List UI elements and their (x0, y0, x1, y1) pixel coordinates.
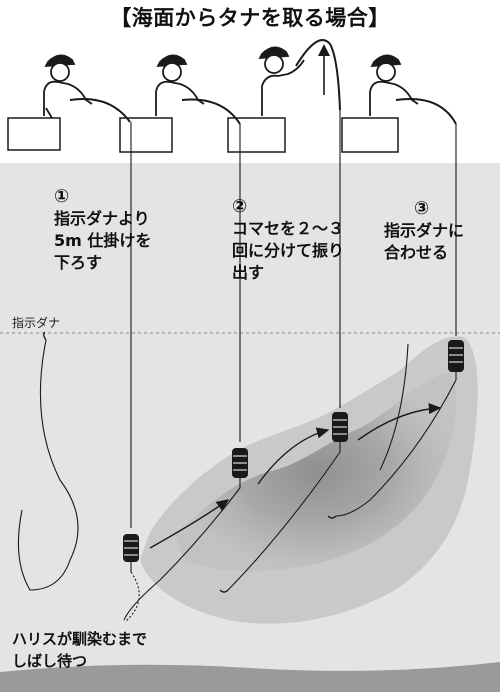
flow-arrow-2 (257, 427, 330, 485)
leader-note: ハリスが馴染むまで しばし待つ (12, 630, 148, 670)
chum-basket-3-icon (332, 412, 348, 452)
chum-basket-2-icon (232, 448, 248, 488)
chum-basket-4-icon (448, 340, 464, 380)
flow-arrow-3 (357, 402, 442, 441)
seabed (0, 662, 500, 692)
leader-line-2 (123, 487, 241, 621)
step-2-text: コマセを２～３ 回に分けて振り 出す (232, 219, 345, 282)
step-1-text: 指示ダナより 5m 仕掛けを 下ろす (54, 209, 152, 272)
hook-3-icon (327, 515, 337, 519)
hook-1-icon (43, 331, 47, 341)
leader-line-3 (227, 451, 341, 591)
angler-3-icon (258, 46, 305, 116)
angler-1-icon (43, 54, 93, 119)
chum-cloud-core (175, 372, 457, 572)
step-2-number: ② (232, 196, 248, 217)
leader-line-1 (124, 571, 140, 623)
flow-arrow-1 (149, 499, 230, 549)
fishing-rod-4-icon (395, 98, 457, 125)
angler-4-icon (369, 54, 419, 116)
hook-2-icon (219, 589, 229, 593)
chum-basket-1-icon (123, 534, 139, 572)
depth-label: 指示ダナ (12, 316, 61, 330)
step-1-number: ① (54, 186, 70, 207)
step-3-number: ③ (414, 198, 430, 219)
boat-gunwale-icon (7, 117, 399, 153)
leader-line-5 (379, 343, 409, 471)
diagram-title: 【海面からタナを取る場合】 (110, 6, 390, 30)
leader-line-drift (17, 339, 79, 591)
fishing-rod-2-icon (181, 98, 241, 125)
fishing-rod-3-icon (295, 39, 341, 111)
raise-arrow-icon (318, 44, 330, 95)
angler-2-icon (155, 54, 205, 116)
fishing-rod-1-icon (69, 98, 131, 123)
step-3-text: 指示ダナに 合わせる (384, 221, 465, 262)
